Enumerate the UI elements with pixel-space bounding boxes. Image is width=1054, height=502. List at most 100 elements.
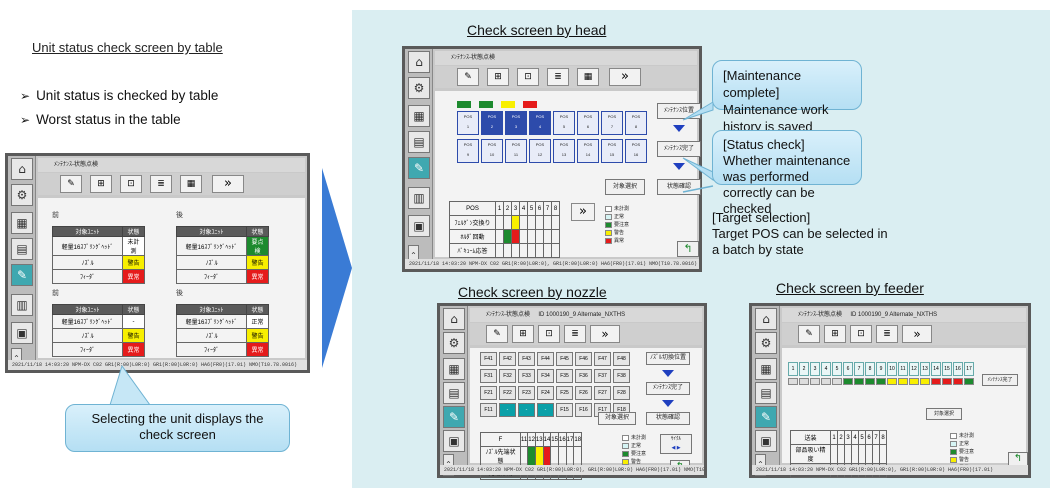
nozzle-cell[interactable]: F28 — [613, 386, 630, 400]
home-icon[interactable]: ⌂ — [11, 158, 33, 180]
nozzle-cell[interactable]: F25 — [556, 386, 573, 400]
maintenance-complete-button[interactable]: ﾒﾝﾃﾅﾝｽ完了 — [646, 382, 690, 395]
nozzle-cell[interactable]: F23 — [518, 386, 535, 400]
file-icon[interactable]: ▣ — [443, 430, 465, 452]
next-page-icon[interactable]: » — [571, 203, 595, 221]
data-icon[interactable]: ▥ — [408, 187, 430, 209]
unit-table[interactable]: 後 対象ﾕﾆｯﾄ状態 軽量16ｽﾌﾟﾘﾝｸﾞﾍｯﾄﾞ要点検 ﾉｽﾞﾙ警告 ﾌｨｰ… — [176, 210, 269, 284]
maintenance-icon[interactable]: ✎ — [11, 264, 33, 286]
feeder-slot[interactable]: 5 — [832, 362, 842, 376]
feeder-slot[interactable]: 15 — [942, 362, 952, 376]
nozzle-cell[interactable]: F31 — [480, 369, 497, 383]
chart-icon[interactable]: ▤ — [443, 382, 465, 404]
nozzle-cell[interactable]: F46 — [575, 352, 592, 366]
target-select-button[interactable]: 対象選択 — [605, 179, 645, 195]
tool-button[interactable]: ⊡ — [517, 68, 539, 86]
nozzle-cell[interactable]: - — [518, 403, 535, 417]
chart-icon[interactable]: ▤ — [408, 131, 430, 153]
tool-button[interactable]: ≣ — [547, 68, 569, 86]
maintenance-position-button[interactable]: ﾒﾝﾃﾅﾝｽ位置 — [657, 103, 701, 119]
production-icon[interactable]: ▦ — [408, 105, 430, 127]
production-icon[interactable]: ▦ — [443, 358, 465, 380]
nozzle-cell[interactable]: F37 — [594, 369, 611, 383]
chart-icon[interactable]: ▤ — [11, 238, 33, 260]
nozzle-cell[interactable]: F44 — [537, 352, 554, 366]
nozzle-cell[interactable]: F34 — [537, 369, 554, 383]
nozzle-cell[interactable]: F42 — [499, 352, 516, 366]
nozzle-position-button[interactable]: ﾉｽﾞﾙ切換位置 — [646, 352, 690, 365]
nozzle-cell[interactable]: F32 — [499, 369, 516, 383]
production-icon[interactable]: ▦ — [11, 212, 33, 234]
nozzle-cell[interactable]: F33 — [518, 369, 535, 383]
tool-button[interactable]: ✎ — [457, 68, 479, 86]
feeder-slot[interactable]: 8 — [865, 362, 875, 376]
nozzle-cell[interactable]: F45 — [556, 352, 573, 366]
target-select-button[interactable]: 対象選択 — [598, 412, 636, 425]
nozzle-cell[interactable]: F38 — [613, 369, 630, 383]
unit-table[interactable]: 前 対象ﾕﾆｯﾄ状態 軽量16ｽﾌﾟﾘﾝｸﾞﾍｯﾄﾞ未計測 ﾉｽﾞﾙ警告 ﾌｨｰ… — [52, 210, 145, 284]
feeder-slot[interactable]: 14 — [931, 362, 941, 376]
tool-button[interactable]: ⊡ — [850, 325, 872, 343]
tool-button[interactable]: ≣ — [564, 325, 586, 343]
tool-button[interactable]: ▦ — [180, 175, 202, 193]
maintenance-complete-button[interactable]: ﾒﾝﾃﾅﾝｽ完了 — [657, 141, 701, 157]
maintenance-complete-button[interactable]: ﾒﾝﾃﾅﾝｽ完了 — [982, 374, 1018, 386]
production-icon[interactable]: ▦ — [755, 358, 777, 380]
feeder-slot[interactable]: 4 — [821, 362, 831, 376]
return-icon[interactable]: ↰ — [1008, 452, 1028, 466]
gears-icon[interactable]: ⚙ — [11, 184, 33, 206]
data-icon[interactable]: ▥ — [11, 294, 33, 316]
home-icon[interactable]: ⌂ — [755, 308, 777, 330]
nozzle-cell[interactable]: F15 — [556, 403, 573, 417]
tool-button[interactable]: ⊞ — [512, 325, 534, 343]
next-page-icon[interactable]: » — [212, 175, 244, 193]
tool-button[interactable]: ≣ — [150, 175, 172, 193]
cycle-button[interactable]: ｻｲｸﾙ◀ ▶ — [660, 434, 692, 454]
tool-button[interactable]: ≣ — [876, 325, 898, 343]
nozzle-cell[interactable]: F24 — [537, 386, 554, 400]
target-select-button[interactable]: 対象選択 — [926, 408, 962, 420]
nozzle-cell[interactable]: F41 — [480, 352, 497, 366]
file-icon[interactable]: ▣ — [408, 215, 430, 237]
home-icon[interactable]: ⌂ — [443, 308, 465, 330]
gears-icon[interactable]: ⚙ — [755, 332, 777, 354]
feeder-slot[interactable]: 10 — [887, 362, 897, 376]
feeder-slot[interactable]: 1 — [788, 362, 798, 376]
tool-button[interactable]: ▦ — [577, 68, 599, 86]
tool-button[interactable]: ✎ — [798, 325, 820, 343]
nozzle-cell[interactable]: F16 — [575, 403, 592, 417]
feeder-slot[interactable]: 9 — [876, 362, 886, 376]
feeder-slot[interactable]: 6 — [843, 362, 853, 376]
nozzle-cell[interactable]: F43 — [518, 352, 535, 366]
nozzle-cell[interactable]: F11 — [480, 403, 497, 417]
feeder-slot[interactable]: 3 — [810, 362, 820, 376]
feeder-slot[interactable]: 11 — [898, 362, 908, 376]
tool-button[interactable]: ⊡ — [120, 175, 142, 193]
home-icon[interactable]: ⌂ — [408, 51, 430, 73]
next-page-icon[interactable]: » — [590, 325, 620, 343]
nozzle-cell[interactable]: F21 — [480, 386, 497, 400]
unit-table[interactable]: 前 対象ﾕﾆｯﾄ状態 軽量16ｽﾌﾟﾘﾝｸﾞﾍｯﾄﾞ- ﾉｽﾞﾙ警告 ﾌｨｰﾀﾞ… — [52, 288, 145, 357]
nozzle-cell[interactable]: - — [537, 403, 554, 417]
nozzle-cell[interactable]: F48 — [613, 352, 630, 366]
feeder-slot[interactable]: 13 — [920, 362, 930, 376]
feeder-slot[interactable]: 7 — [854, 362, 864, 376]
maintenance-icon[interactable]: ✎ — [443, 406, 465, 428]
tool-button[interactable]: ✎ — [60, 175, 82, 193]
return-icon[interactable]: ↰ — [677, 241, 699, 257]
next-page-icon[interactable]: » — [902, 325, 932, 343]
nozzle-cell[interactable]: F26 — [575, 386, 592, 400]
feeder-slot[interactable]: 17 — [964, 362, 974, 376]
